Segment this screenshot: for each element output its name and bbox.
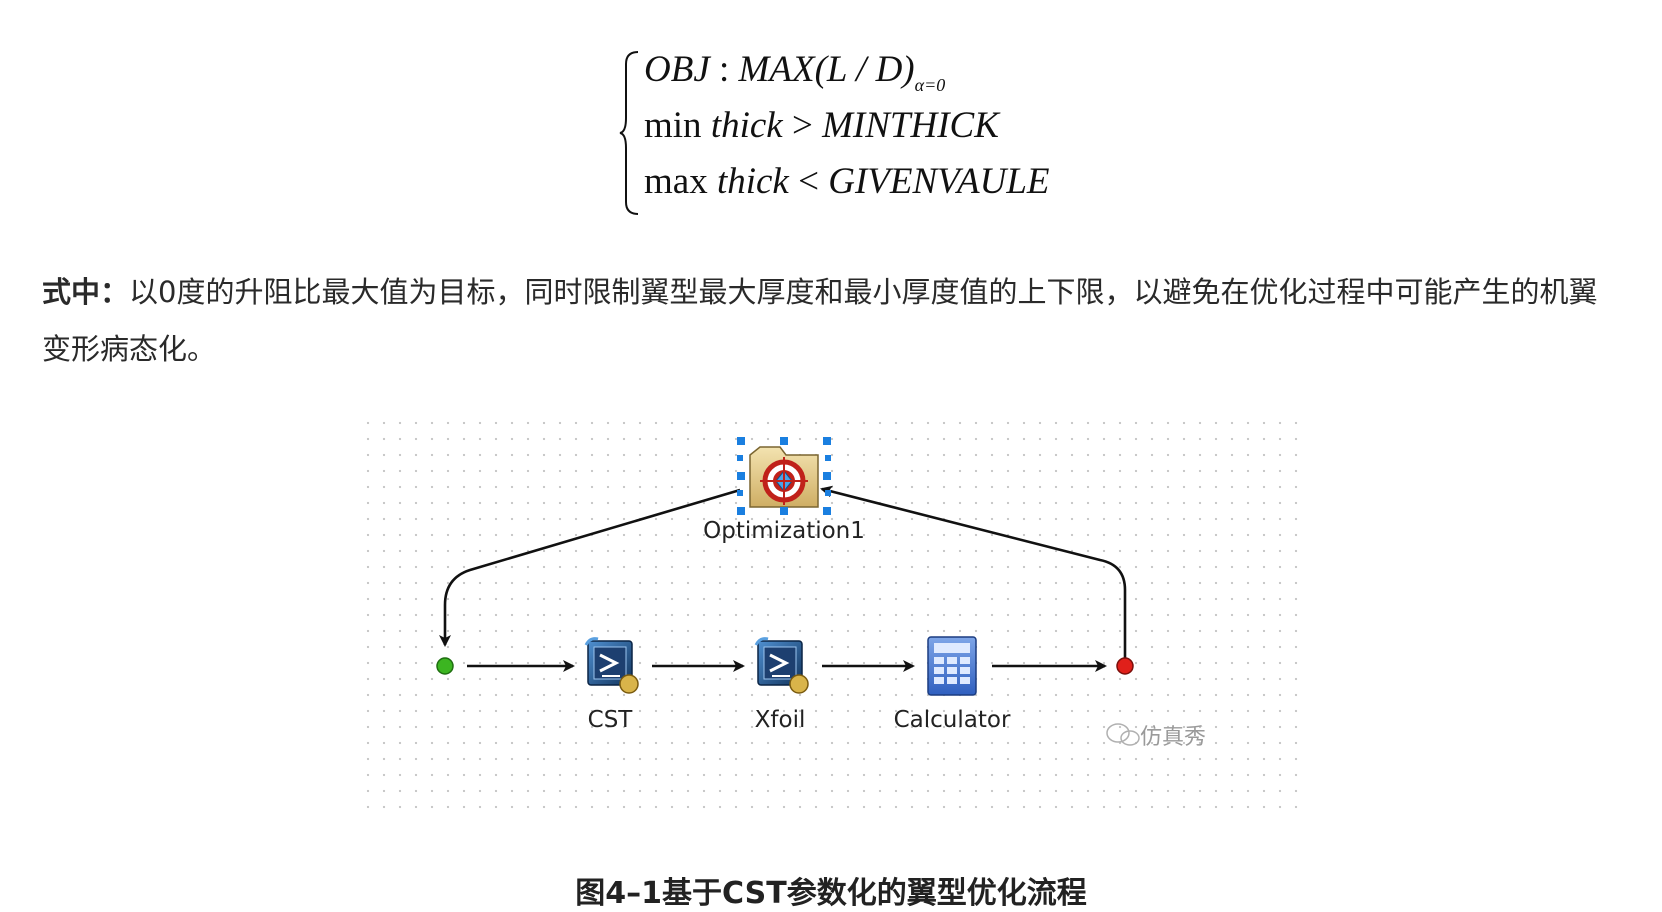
selection-handles[interactable] bbox=[737, 437, 831, 515]
workflow-diagram: Optimization1 CST Xfoil Calculator 仿真秀 bbox=[360, 415, 1300, 820]
objective-formula: OBJ : MAX(L / D)α=0 min thick > MINTHICK… bbox=[618, 48, 1088, 215]
lt-op: < bbox=[788, 161, 829, 202]
wechat-watermark-icon bbox=[1106, 723, 1140, 746]
formula-line-min-thick: min thick > MINTHICK bbox=[644, 104, 999, 147]
thick-var: thick bbox=[716, 161, 789, 202]
cst-label: CST bbox=[587, 707, 633, 733]
left-brace bbox=[619, 51, 639, 215]
xfoil-script-icon[interactable] bbox=[754, 637, 809, 694]
max-token: MAX bbox=[738, 49, 815, 90]
ld-token: (L / D) bbox=[814, 49, 915, 90]
watermark-text: 仿真秀 bbox=[1140, 725, 1207, 750]
calculator-label: Calculator bbox=[893, 707, 1011, 733]
colon-token: : bbox=[709, 49, 739, 90]
minthick-bound: MINTHICK bbox=[822, 105, 999, 146]
min-fn: min bbox=[644, 105, 702, 146]
gt-op: > bbox=[782, 105, 823, 146]
alpha-subscript: α=0 bbox=[914, 75, 946, 95]
max-fn: max bbox=[644, 161, 708, 202]
figure-caption: 图4–1基于CST参数化的翼型优化流程 bbox=[575, 876, 1087, 911]
paragraph-text: 以0度的升阻比最大值为目标，同时限制翼型最大厚度和最小厚度值的上下限，以避免在优… bbox=[42, 275, 1598, 366]
cst-script-icon[interactable] bbox=[584, 637, 639, 694]
loop-arrow-to-start bbox=[439, 488, 741, 647]
givenvaule-bound: GIVENVAULE bbox=[828, 161, 1050, 202]
explanation-paragraph: 式中：以0度的升阻比最大值为目标，同时限制翼型最大厚度和最小厚度值的上下限，以避… bbox=[42, 264, 1622, 378]
formula-line-objective: OBJ : MAX(L / D)α=0 bbox=[644, 48, 945, 95]
workflow-canvas bbox=[436, 437, 1140, 746]
start-node[interactable] bbox=[436, 657, 454, 675]
formula-line-max-thick: max thick < GIVENVAULE bbox=[644, 160, 1050, 203]
optimization-label: Optimization1 bbox=[703, 518, 865, 544]
end-node[interactable] bbox=[1116, 657, 1134, 675]
thick-var: thick bbox=[710, 105, 783, 146]
optimization-icon[interactable] bbox=[749, 446, 819, 508]
loop-arrow-to-optimizer bbox=[820, 485, 1127, 665]
paragraph-lead: 式中： bbox=[42, 275, 130, 309]
calculator-icon[interactable] bbox=[927, 636, 977, 696]
obj-token: OBJ bbox=[644, 49, 710, 90]
xfoil-label: Xfoil bbox=[754, 707, 806, 733]
